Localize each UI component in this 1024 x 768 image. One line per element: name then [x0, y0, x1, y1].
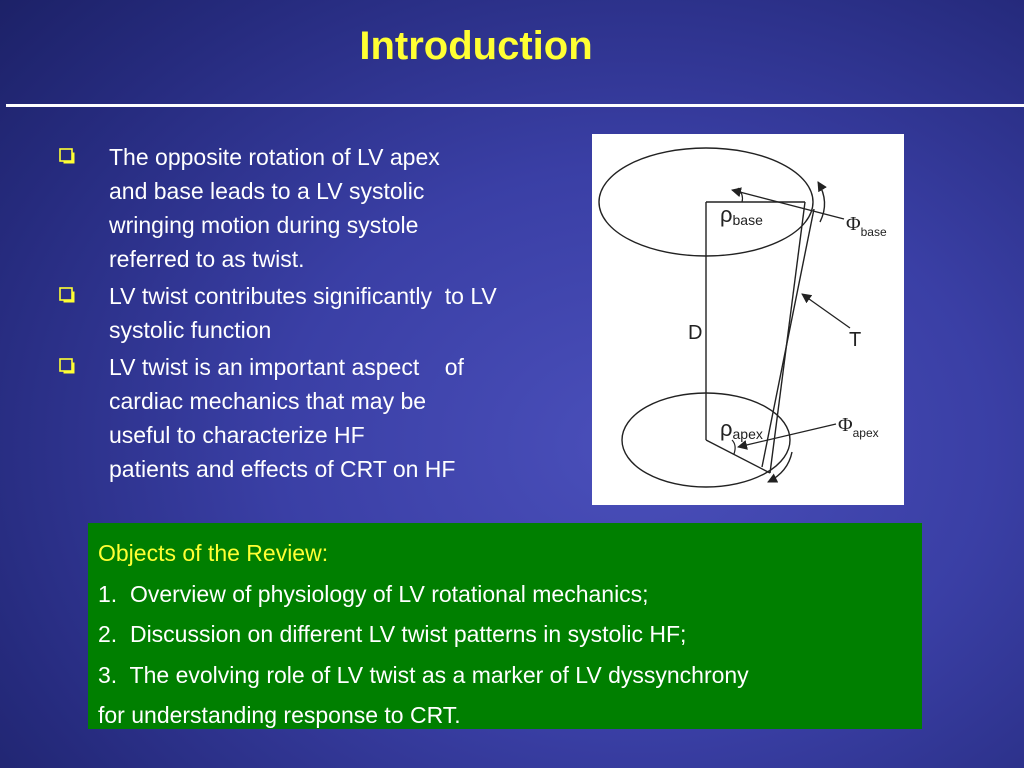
- bullet-item: LV twist contributes significantly to LV…: [58, 279, 598, 347]
- title-divider: [6, 104, 1024, 107]
- phi-base-label: Φbase: [846, 213, 887, 239]
- bullet-item: The opposite rotation of LV apex and bas…: [58, 140, 598, 276]
- bullet-text-line: referred to as twist.: [109, 246, 305, 272]
- rho-base-label: ρbase: [720, 202, 763, 228]
- review-item: 2. Discussion on different LV twist patt…: [98, 621, 687, 647]
- base-rotation-arrow: [817, 181, 827, 223]
- review-item: for understanding response to CRT.: [98, 702, 461, 728]
- twist-edge-line: [761, 208, 815, 468]
- t-pointer: [801, 293, 851, 329]
- base-angle-arc: [737, 187, 744, 203]
- review-item: 1. Overview of physiology of LV rotation…: [98, 580, 649, 607]
- phi-apex-label: Φapex: [838, 414, 879, 440]
- bullet-text-line: useful to characterize HF: [109, 422, 365, 448]
- rho-apex-label: ρapex: [720, 416, 763, 442]
- bullet-text-line: systolic function: [109, 317, 272, 343]
- bullet-text-line: patients and effects of CRT on HF: [109, 456, 456, 482]
- review-item: 3. The evolving role of LV twist as a ma…: [98, 661, 749, 688]
- bullet-text-line: LV twist contributes significantly to LV: [109, 283, 497, 309]
- bullet-text-line: wringing motion during systole: [109, 212, 419, 238]
- apex-angle-arc: [731, 439, 736, 455]
- review-heading: Objects of the Review:: [98, 540, 329, 566]
- bullet-text-line: LV twist is an important aspect of: [109, 354, 464, 380]
- lv-twist-diagram: ρbase Φbase D T ρapex Φapex: [592, 134, 904, 505]
- lv-twist-diagram-svg: ρbase Φbase D T ρapex Φapex: [598, 147, 887, 488]
- bullet-list: The opposite rotation of LV apex and bas…: [58, 140, 598, 489]
- bullet-text-line: and base leads to a LV systolic: [109, 178, 425, 204]
- apex-radius-line: [705, 439, 771, 474]
- slide-title: Introduction: [359, 24, 593, 68]
- apex-rotation-arrow: [767, 451, 793, 483]
- bullet-text-line: cardiac mechanics that may be: [109, 388, 427, 414]
- bullet-text-line: The opposite rotation of LV apex: [109, 144, 440, 170]
- d-label: D: [688, 322, 702, 344]
- phi-apex-pointer: [737, 423, 837, 450]
- bullet-item: LV twist is an important aspect of cardi…: [58, 350, 598, 486]
- hollow-square-bullet-icon: [59, 148, 75, 164]
- phi-base-pointer: [731, 187, 845, 220]
- hollow-square-bullet-icon: [59, 287, 75, 303]
- t-label: T: [849, 329, 861, 351]
- hollow-square-bullet-icon: [59, 358, 75, 374]
- review-objectives-box: Objects of the Review: 1. Overview of ph…: [88, 523, 922, 729]
